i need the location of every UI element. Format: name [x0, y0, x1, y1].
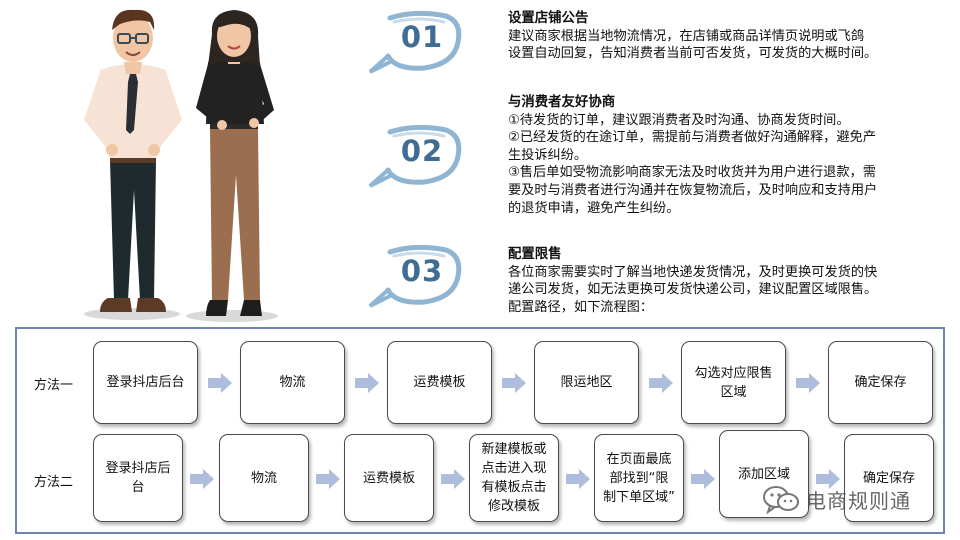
right-arrow-icon — [691, 469, 715, 489]
section-title: 设置店铺公告 — [508, 11, 589, 26]
badge-02: 02 — [360, 122, 470, 192]
right-arrow-icon — [441, 469, 465, 489]
method1-step-2: 物流 — [240, 341, 345, 424]
section-negotiate: 与消费者友好协商 ①待发货的订单，建议跟消费者及时沟通、协商发货时间。 ②已经发… — [508, 94, 948, 217]
method1-step-5: 勾选对应限售 区域 — [681, 341, 786, 424]
right-arrow-icon — [190, 469, 214, 489]
section-line: 的退货申请，避免产生纠纷。 — [508, 200, 680, 216]
badge-03: 03 — [360, 242, 470, 312]
woman-shadow — [186, 310, 278, 322]
method1-step-1: 登录抖店后台 — [93, 341, 198, 424]
right-arrow-icon — [796, 373, 820, 393]
section-title: 与消费者友好协商 — [508, 95, 616, 110]
method1-label: 方法一 — [34, 378, 74, 393]
right-arrow-icon — [502, 373, 526, 393]
badge-01: 01 — [360, 8, 470, 78]
method1-step-6: 确定保存 — [828, 341, 933, 424]
method2-step-7: 确定保存 — [844, 434, 934, 522]
badge-number: 03 — [400, 254, 444, 288]
section-line: 配置路径，如下流程图： — [508, 299, 654, 315]
section-title: 配置限售 — [508, 247, 562, 262]
right-arrow-icon — [649, 373, 673, 393]
badge-number: 02 — [400, 134, 444, 168]
method2-step-3: 运费模板 — [344, 434, 434, 522]
badge-number: 01 — [400, 20, 444, 54]
section-line: 要及时与消费者进行沟通并在恢复物流后，及时响应和支持用户 — [508, 182, 878, 198]
section-line: 各位商家需要实时了解当地快递发货情况，及时更换可发货的快 — [508, 264, 878, 280]
method1-step-3: 运费模板 — [387, 341, 492, 424]
right-arrow-icon — [816, 469, 840, 489]
wechat-icon — [763, 486, 799, 514]
section-line: 递公司发货，如无法更换可发货快递公司，建议配置区域限售。 — [508, 282, 878, 298]
watermark: 电商规则通 — [762, 481, 911, 517]
method2-step-5: 在页面最底 部找到“限 制下单区域” — [594, 434, 684, 522]
section-line: 设置自动回复，告知消费者当前可否发货，可发货的大概时间。 — [508, 46, 878, 62]
section-line: 建议商家根据当地物流情况，在店铺或商品详情页说明或飞鸽 — [508, 28, 865, 44]
right-arrow-icon — [208, 373, 232, 393]
man-figure — [84, 9, 182, 312]
section-line: ③售后单如受物流影响商家无法及时收货并为用户进行退款，需 — [508, 165, 876, 181]
section-store-notice: 设置店铺公告 建议商家根据当地物流情况，在店铺或商品详情页说明或飞鸽 设置自动回… — [508, 10, 948, 63]
method2-label: 方法二 — [34, 475, 74, 490]
method2-step-2: 物流 — [219, 434, 309, 522]
section-line: ②已经发货的在途订单，需提前与消费者做好沟通解释，避免产 — [508, 130, 876, 146]
section-line: 生投诉纠纷。 — [508, 147, 588, 163]
method1-step-4: 限运地区 — [534, 341, 639, 424]
badge-brush-icon — [368, 244, 462, 308]
badge-brush-icon — [368, 10, 462, 74]
method2-step-4: 新建模板或 点击进入现 有模板点击 修改模板 — [469, 434, 559, 522]
right-arrow-icon — [566, 469, 590, 489]
woman-figure — [196, 10, 274, 316]
right-arrow-icon — [355, 373, 379, 393]
section-line: ①待发货的订单，建议跟消费者及时沟通、协商发货时间。 — [508, 112, 850, 128]
right-arrow-icon — [316, 469, 340, 489]
badge-brush-icon — [368, 124, 462, 188]
method2-step-1: 登录抖店后 台 — [93, 434, 183, 522]
section-sales-restriction: 配置限售 各位商家需要实时了解当地快递发货情况，及时更换可发货的快 递公司发货，… — [508, 246, 948, 316]
watermark-text: 电商规则通 — [806, 488, 911, 513]
people-illustration — [84, 9, 278, 322]
